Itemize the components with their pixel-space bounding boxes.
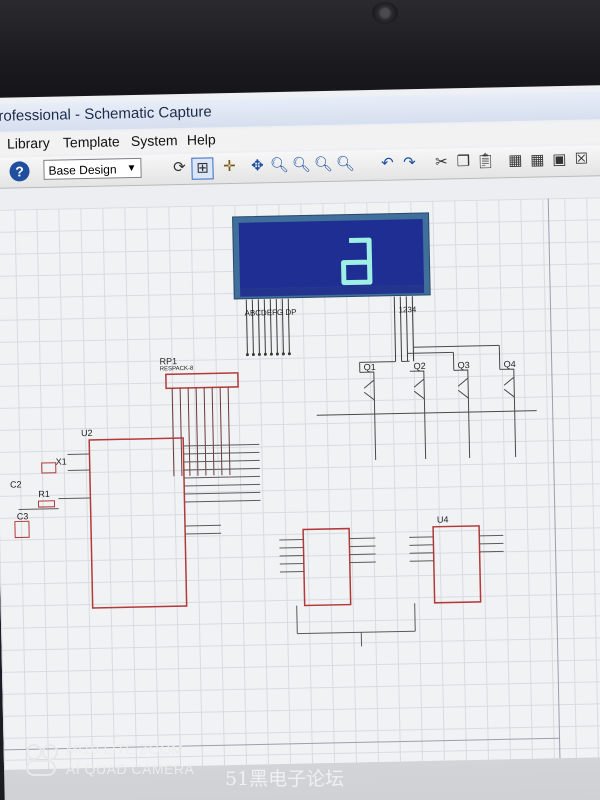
watermark-camera-icon (26, 744, 42, 760)
crystal[interactable] (41, 462, 57, 474)
design-select-value: Base Design (48, 162, 117, 178)
menu-template[interactable]: Template (62, 133, 120, 151)
c2-label: C2 (9, 479, 22, 490)
rp1-part: RESPACK-8 (159, 365, 194, 373)
zoom-in-icon[interactable]: 🔍︎ (269, 156, 290, 175)
q2-label: Q2 (413, 360, 426, 372)
origin-icon[interactable]: ✛ (223, 157, 236, 176)
resistor[interactable] (37, 500, 56, 508)
pan-icon[interactable]: ✥ (251, 157, 264, 175)
q3-label: Q3 (457, 360, 470, 371)
schematic-canvas[interactable]: ABCDEFG DP 1234 RP1 RESPACK-8 U2 X1 C2 R… (0, 196, 600, 770)
watermark-camera-icon-3 (26, 760, 56, 776)
menu-system[interactable]: System (130, 132, 178, 150)
grid-icon[interactable]: ⊞ (191, 157, 214, 180)
webcam-lens (372, 2, 398, 24)
resistor-pack[interactable] (165, 372, 239, 390)
menu-help[interactable]: Help (186, 131, 216, 148)
x1-label: X1 (55, 456, 67, 467)
copy-icon[interactable]: ❐ (456, 152, 471, 171)
design-select[interactable]: Base Design ▼ (43, 157, 142, 180)
zoom-out-icon[interactable]: 🔍︎ (291, 156, 312, 174)
schematic-drawing (3, 198, 561, 759)
block-move-icon[interactable]: ▦ (530, 151, 545, 169)
zoom-all-icon[interactable]: 🔍︎ (313, 155, 334, 174)
q4-label: Q4 (503, 359, 516, 370)
block-copy-icon[interactable]: ▦ (508, 151, 523, 170)
paste-icon[interactable]: 📋︎ (475, 152, 496, 170)
block-rotate-icon[interactable]: ▣ (552, 150, 567, 169)
mcu-chip[interactable] (88, 437, 188, 609)
u2-label: U2 (80, 427, 93, 439)
latch-chip-1[interactable] (302, 527, 352, 607)
monitor-screen: rofessional - Schematic Capture Library … (0, 84, 600, 800)
latch-chip-2[interactable] (432, 525, 482, 604)
display-pin-labels: ABCDEFG DP (244, 307, 297, 318)
menu-library[interactable]: Library (6, 134, 50, 152)
help-icon[interactable]: ? (9, 161, 30, 182)
rp1-label: RP1 (159, 356, 178, 367)
cut-icon[interactable]: ✂ (434, 153, 448, 171)
q1-label: Q1 (363, 361, 376, 373)
redo-icon[interactable]: ↷ (402, 154, 416, 172)
transistor-array[interactable] (315, 344, 537, 462)
r1-label: R1 (38, 488, 50, 500)
u4-label: U4 (436, 514, 449, 525)
seven-segment-display[interactable] (232, 212, 431, 300)
window-title: rofessional - Schematic Capture (0, 103, 212, 125)
c3-label: C3 (16, 511, 29, 522)
forum-watermark: 51黑电子论坛 (225, 768, 345, 790)
refresh-icon[interactable]: ⟳ (173, 158, 186, 177)
chevron-down-icon: ▼ (126, 162, 137, 175)
undo-icon[interactable]: ↶ (380, 154, 394, 172)
digit-pin-labels: 1234 (398, 305, 417, 315)
watermark-line-2: AI QUAD CAMERA (66, 761, 195, 777)
capacitor[interactable] (14, 520, 30, 539)
watermark-line-1: MI10 LITE ZOOM (66, 741, 184, 757)
block-delete-icon[interactable]: ☒ (574, 150, 589, 168)
watermark-camera-icon-2 (42, 744, 58, 760)
zoom-area-icon[interactable]: 🔍︎ (335, 155, 356, 173)
